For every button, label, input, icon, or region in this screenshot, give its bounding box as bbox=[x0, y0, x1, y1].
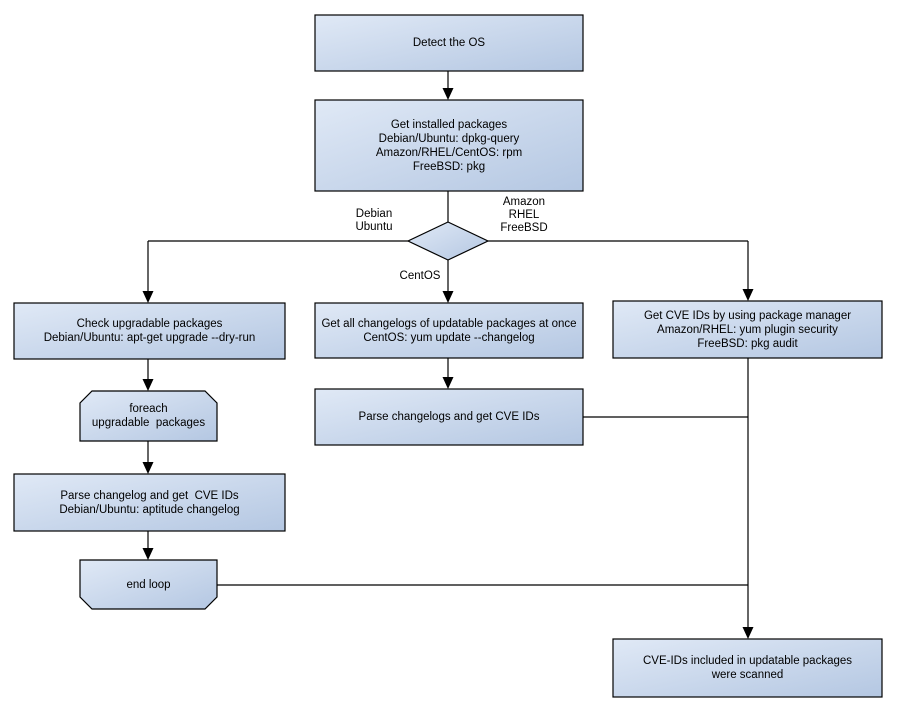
os-decision-diamond bbox=[406, 221, 490, 261]
get-all-changelogs-node bbox=[314, 302, 584, 359]
arrowhead-scanned bbox=[742, 627, 754, 639]
parse-changelog-node bbox=[13, 473, 286, 532]
arrowhead-parsechangelog bbox=[142, 462, 154, 474]
foreach-loop-node bbox=[79, 390, 218, 442]
scanned-result-node bbox=[612, 638, 883, 698]
arrowhead-foreach bbox=[142, 379, 154, 391]
arrowhead-endloop bbox=[142, 548, 154, 560]
arrowhead-getchangelogs bbox=[442, 291, 454, 303]
detect-os-node bbox=[314, 14, 584, 72]
arrowhead-installed bbox=[442, 88, 454, 100]
arrowhead-getcve bbox=[742, 289, 754, 301]
check-upgradable-node bbox=[13, 302, 286, 360]
arrowhead-check bbox=[142, 291, 154, 303]
parse-changelogs-node bbox=[314, 388, 584, 446]
get-installed-packages-node bbox=[314, 99, 584, 192]
arrowhead-parsechangelogs bbox=[442, 377, 454, 389]
end-loop-node bbox=[79, 559, 218, 610]
get-cve-ids-node bbox=[612, 300, 883, 359]
